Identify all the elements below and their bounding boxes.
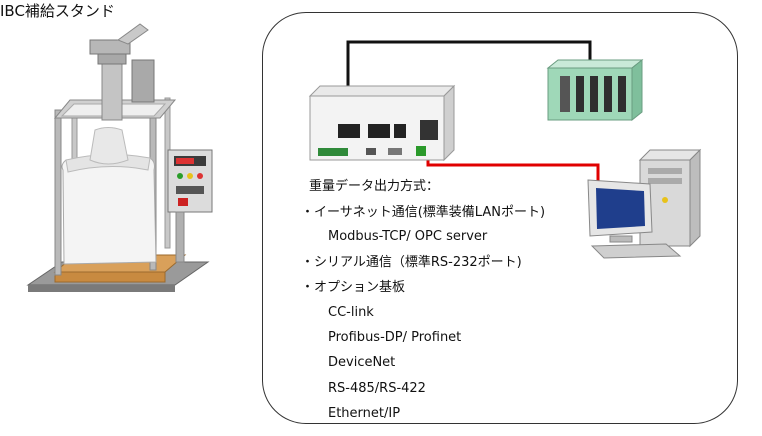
output-heading: 重量データ出力方式： xyxy=(309,179,440,194)
option-item: CC-link xyxy=(328,305,374,320)
ethernet-title: ・イーサネット通信(標準装備LANポート) xyxy=(301,205,546,220)
weighing-indicator-illustration xyxy=(308,84,456,162)
serial-cable xyxy=(426,153,600,182)
output-methods-panel xyxy=(262,12,738,424)
plc-illustration xyxy=(546,58,644,122)
option-title: ・オプション基板 xyxy=(301,280,406,295)
ethernet-protocols: Modbus-TCP/ OPC server xyxy=(328,229,488,244)
option-item: Ethernet/IP xyxy=(328,406,401,421)
option-item: RS-485/RS-422 xyxy=(328,381,426,396)
ibc-stand-label: IBC補給スタンド xyxy=(0,2,115,20)
serial-title: ・シリアル通信（標準RS-232ポート) xyxy=(301,255,522,270)
option-item: Profibus-DP/ Profinet xyxy=(328,330,462,345)
option-item: DeviceNet xyxy=(328,355,396,370)
computer-illustration xyxy=(587,148,702,259)
ethernet-cable xyxy=(346,40,592,98)
ibc-stand-illustration xyxy=(26,23,213,292)
